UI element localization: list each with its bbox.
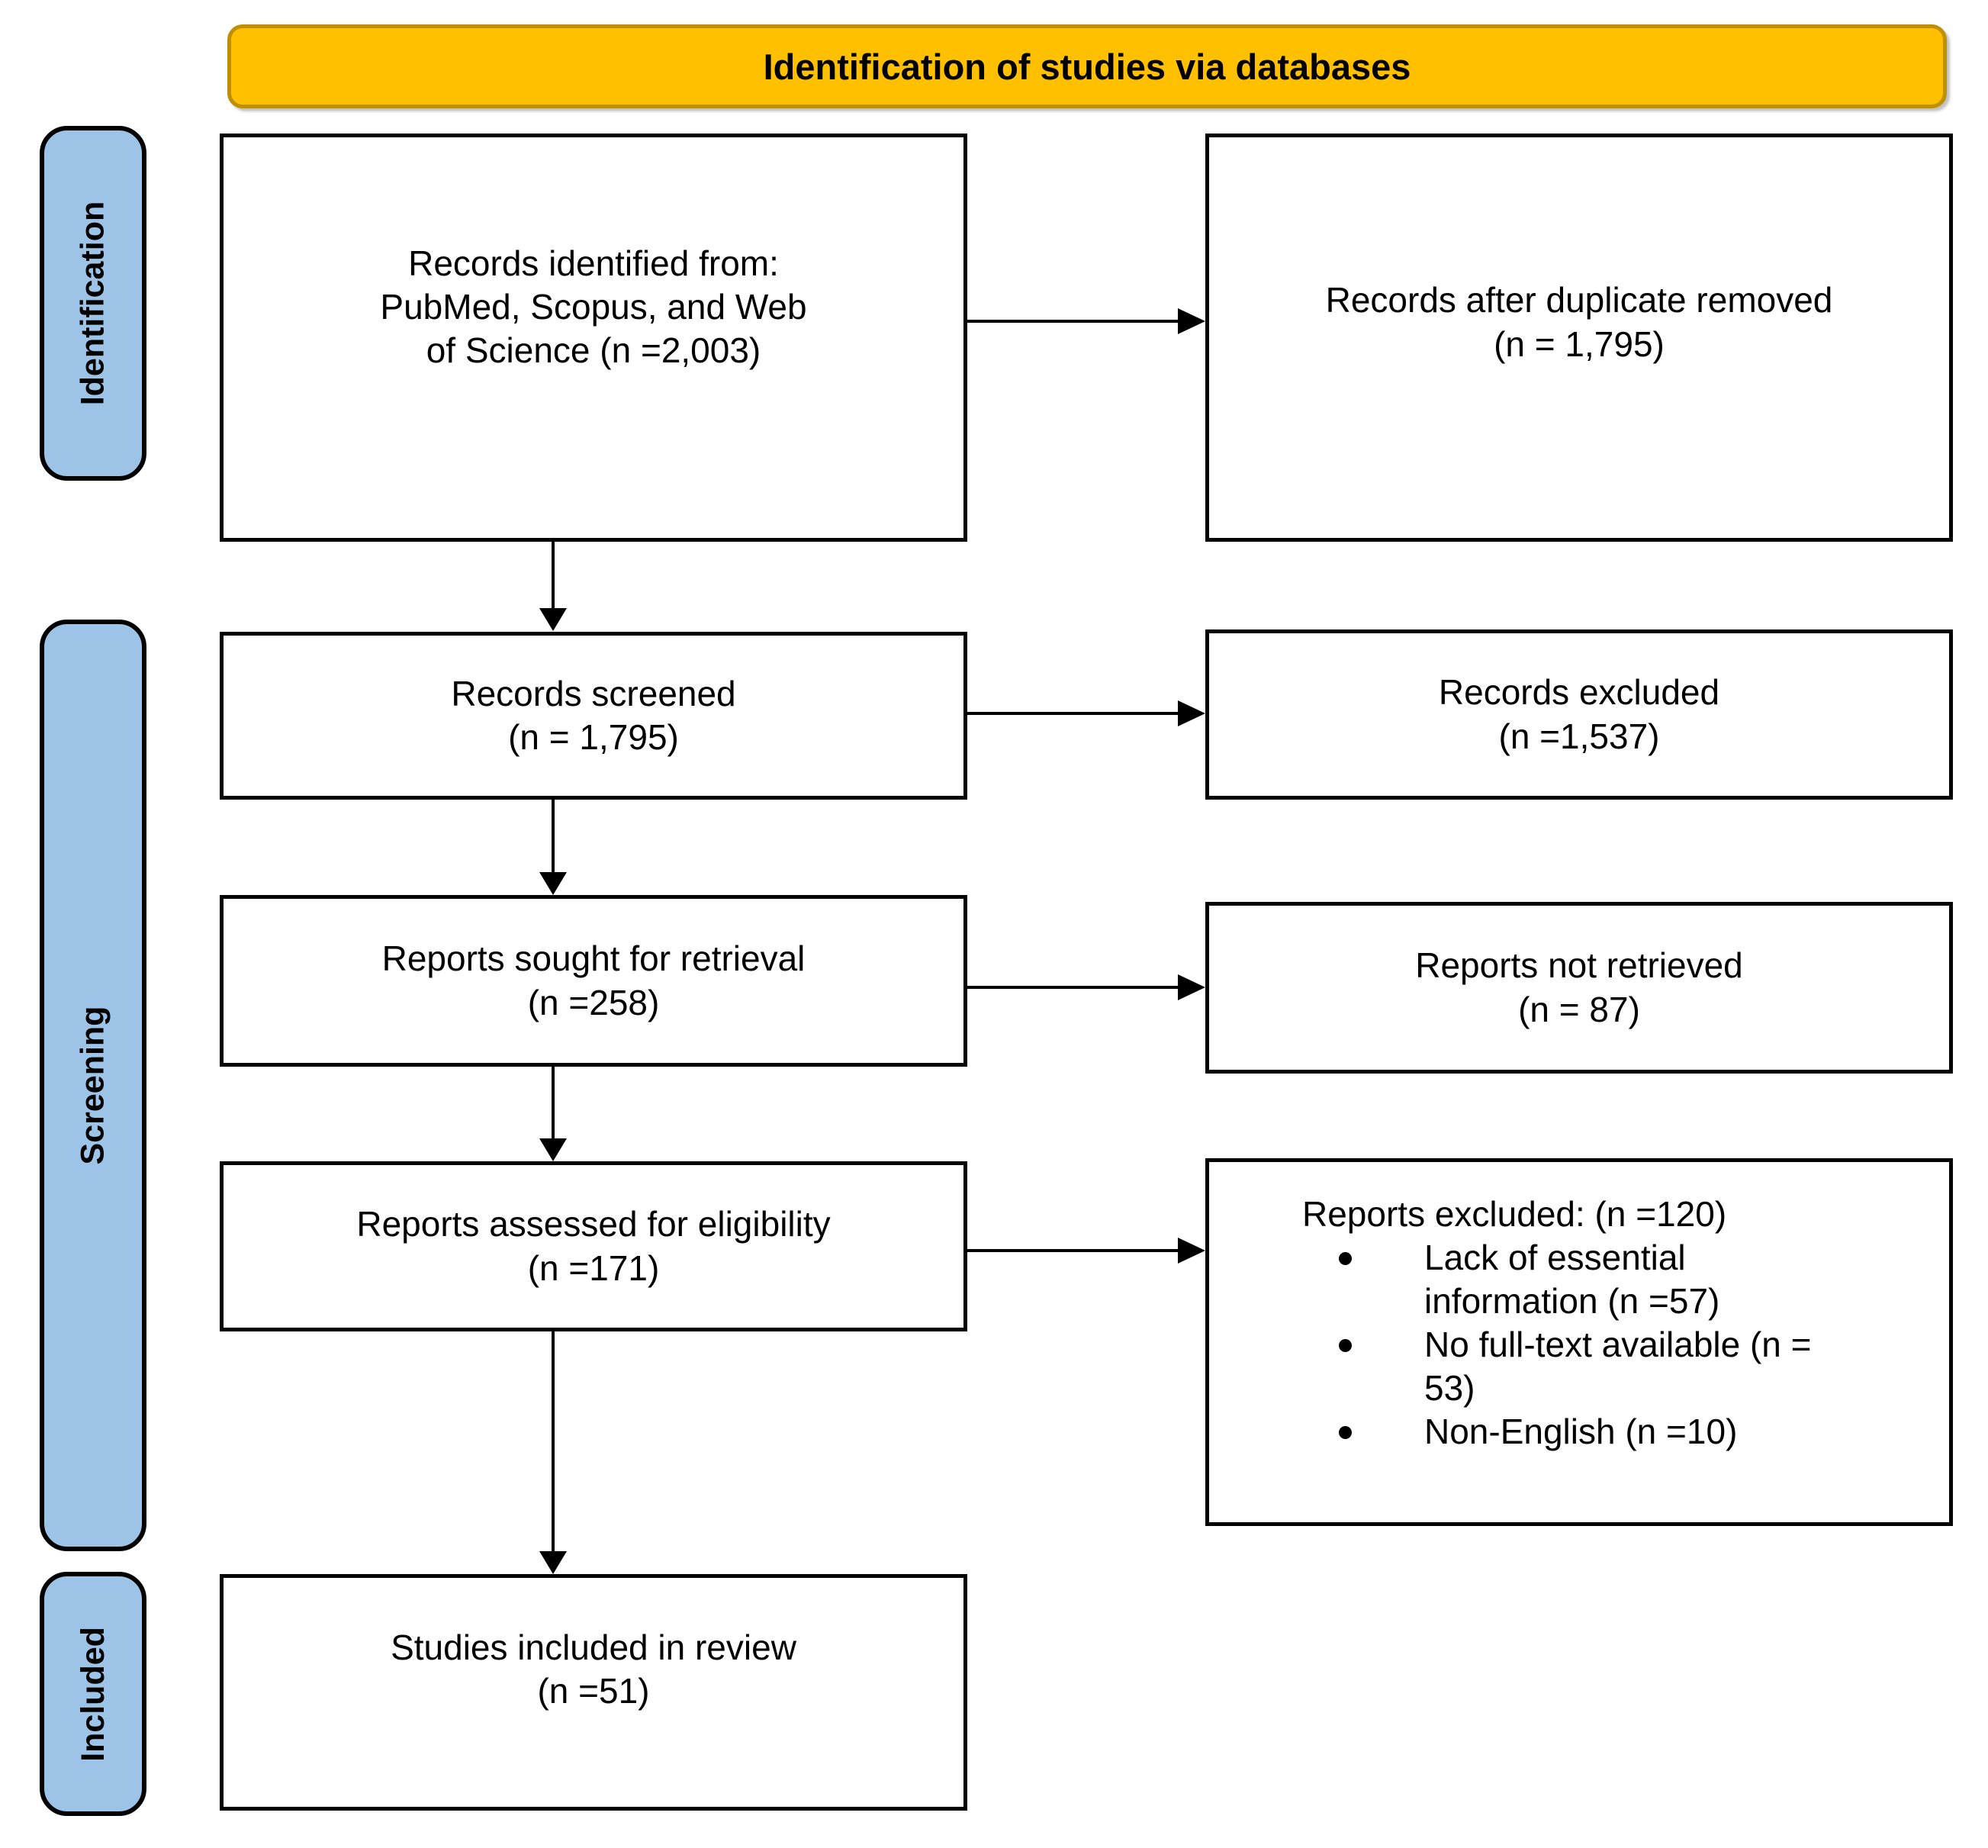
list-item-lack-of-information: Lack of essential information (n =57) bbox=[1302, 1236, 1840, 1323]
arrow-screened-to-excluded bbox=[967, 700, 1205, 726]
box-reports-excluded-content: Reports excluded: (n =120) Lack of essen… bbox=[1209, 1162, 1867, 1454]
box-reports-sought: Reports sought for retrieval (n =258) bbox=[220, 895, 967, 1067]
box-reports-assessed: Reports assessed for eligibility (n =171… bbox=[220, 1161, 967, 1331]
box-records-excluded: Records excluded (n =1,537) bbox=[1205, 629, 1953, 800]
box-reports-sought-text: Reports sought for retrieval (n =258) bbox=[381, 938, 806, 1022]
box-reports-assessed-text: Reports assessed for eligibility (n =171… bbox=[356, 1204, 831, 1288]
arrow-identified-to-duplicates-removed bbox=[967, 308, 1205, 334]
box-reports-not-retrieved-text: Reports not retrieved (n = 87) bbox=[1415, 945, 1743, 1029]
reports-excluded-list: Lack of essential information (n =57) No… bbox=[1302, 1236, 1840, 1454]
stage-label-identification: Identification bbox=[40, 126, 146, 481]
box-studies-included-text: Studies included in review (n =51) bbox=[391, 1627, 796, 1711]
stage-label-screening: Screening bbox=[40, 620, 146, 1551]
arrow-assessed-to-reports-excluded bbox=[967, 1238, 1205, 1264]
arrow-sought-to-assessed bbox=[539, 1067, 567, 1161]
banner-title: Identification of studies via databases bbox=[227, 24, 1947, 108]
box-studies-included: Studies included in review (n =51) bbox=[220, 1574, 967, 1811]
box-records-identified-text: Records identified from: PubMed, Scopus,… bbox=[380, 243, 807, 371]
stage-label-identification-text: Identification bbox=[74, 201, 111, 406]
list-item-no-full-text: No full-text available (n = 53) bbox=[1302, 1323, 1840, 1410]
box-reports-excluded-title: Reports excluded: (n =120) bbox=[1302, 1194, 1727, 1234]
box-records-screened-text: Records screened (n = 1,795) bbox=[451, 673, 736, 757]
box-records-screened: Records screened (n = 1,795) bbox=[220, 632, 967, 800]
box-records-identified: Records identified from: PubMed, Scopus,… bbox=[220, 134, 967, 542]
list-item-non-english: Non-English (n =10) bbox=[1302, 1410, 1840, 1454]
arrow-sought-to-not-retrieved bbox=[967, 974, 1205, 1000]
stage-label-screening-text: Screening bbox=[74, 1006, 111, 1165]
box-reports-not-retrieved: Reports not retrieved (n = 87) bbox=[1205, 902, 1953, 1074]
arrow-screened-to-sought bbox=[539, 800, 567, 895]
stage-label-included-text: Included bbox=[74, 1626, 111, 1762]
box-duplicates-removed-text: Records after duplicate removed (n = 1,7… bbox=[1325, 280, 1833, 364]
box-duplicates-removed: Records after duplicate removed (n = 1,7… bbox=[1205, 134, 1953, 542]
arrow-identified-to-screened bbox=[539, 539, 567, 631]
box-reports-excluded: Reports excluded: (n =120) Lack of essen… bbox=[1205, 1158, 1953, 1526]
arrow-assessed-to-included bbox=[539, 1331, 567, 1574]
box-records-excluded-text: Records excluded (n =1,537) bbox=[1438, 672, 1720, 756]
stage-label-included: Included bbox=[40, 1572, 146, 1816]
